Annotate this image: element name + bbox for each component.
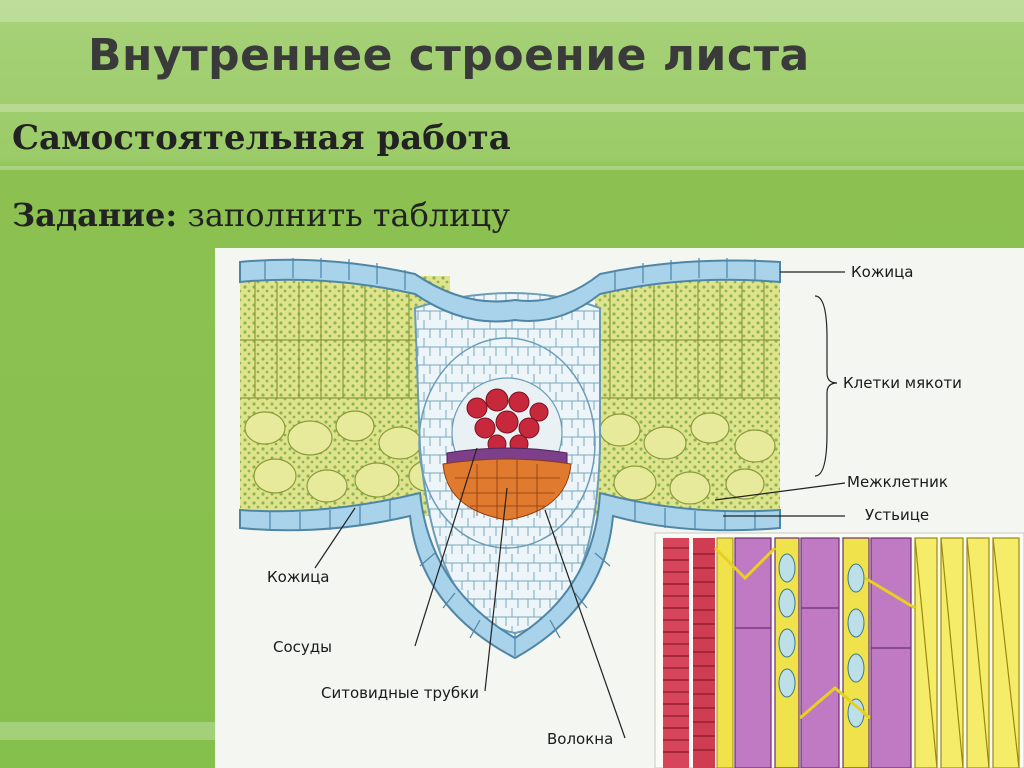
label-sieve-tubes: Ситовидные трубки xyxy=(321,684,479,702)
page-title: Внутреннее строение листа xyxy=(88,30,810,81)
label-epidermis-top: Кожица xyxy=(851,263,914,281)
xylem-vessels xyxy=(466,388,549,454)
lower-epidermis xyxy=(239,491,781,660)
leaf-diagram: Кожица Клетки мякоти Межклетник Устьице … xyxy=(215,248,1024,768)
label-fibers: Волокна xyxy=(547,730,613,748)
bottom-band xyxy=(0,722,215,740)
task-label: Задание: xyxy=(12,196,178,234)
task-text: заполнить таблицу xyxy=(187,196,510,234)
page-subtitle: Самостоятельная работа xyxy=(12,118,511,158)
label-mesophyll: Клетки мякоти xyxy=(843,374,962,392)
label-stoma: Устьице xyxy=(865,506,929,524)
leader-lines xyxy=(314,271,846,739)
longitudinal-section xyxy=(654,532,1024,768)
leaf-diagram-svg: Кожица Клетки мякоти Межклетник Устьице … xyxy=(239,258,1024,768)
label-epidermis-bottom: Кожица xyxy=(267,568,330,586)
sieve-tube-columns xyxy=(734,537,912,768)
label-intercellular: Межклетник xyxy=(847,473,948,491)
label-vessels: Сосуды xyxy=(273,638,332,656)
top-band xyxy=(0,0,1024,22)
task-line: Задание: заполнить таблицу xyxy=(12,196,510,234)
vein-bundle xyxy=(413,292,601,635)
mid-band-2 xyxy=(0,166,1024,170)
upper-epidermis xyxy=(239,258,781,323)
vessel-columns xyxy=(663,538,715,768)
fiber-columns xyxy=(914,537,1020,768)
mid-band xyxy=(0,104,1024,112)
